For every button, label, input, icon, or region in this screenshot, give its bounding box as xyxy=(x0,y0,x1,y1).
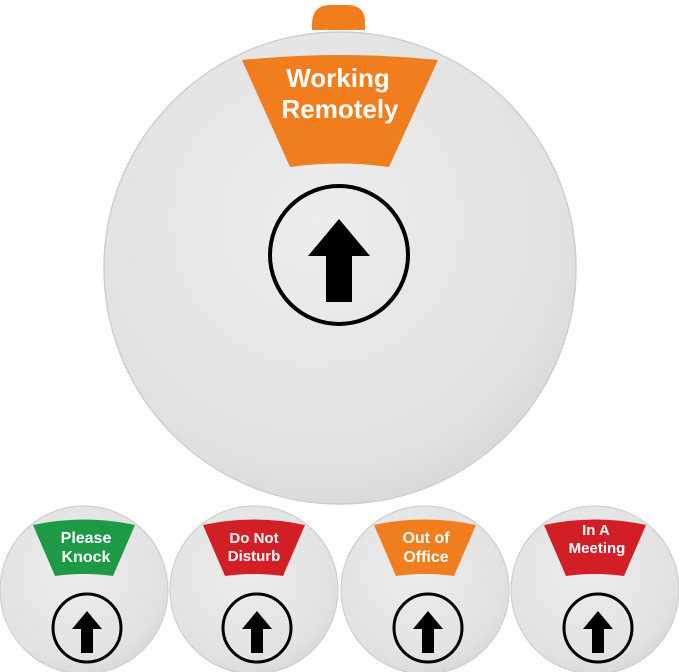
variant-status-window xyxy=(544,519,646,576)
variant-sign-do-not-disturb: Do Not Disturb xyxy=(169,505,339,672)
variant-line1: Please xyxy=(61,530,112,547)
variant-line2: Office xyxy=(403,549,448,566)
variant-line2: Disturb xyxy=(228,548,281,565)
variant-arrow-ring xyxy=(221,592,293,664)
main-status-line2: Remotely xyxy=(281,94,399,124)
variant-sign-out-of-office: Out of Office xyxy=(340,505,510,672)
variant-status-window xyxy=(374,519,476,576)
up-arrow-icon xyxy=(242,611,272,653)
up-arrow-icon xyxy=(72,611,102,653)
up-arrow-icon xyxy=(413,611,443,653)
variant-line1: In A xyxy=(582,522,610,539)
variant-line2: Meeting xyxy=(569,540,626,557)
variant-sign-please-knock: Please Knock xyxy=(0,505,169,672)
up-arrow-icon xyxy=(583,611,613,653)
variant-arrow-ring xyxy=(51,592,123,664)
variant-arrow-ring xyxy=(392,592,464,664)
main-status-window xyxy=(242,55,438,167)
main-sign: Working Remotely xyxy=(103,5,577,505)
variant-sign-in-a-meeting: In A Meeting xyxy=(510,505,679,672)
up-arrow-icon xyxy=(308,219,370,302)
main-status-line1: Working xyxy=(286,63,390,93)
variant-line2: Knock xyxy=(62,549,111,566)
variant-status-window xyxy=(203,519,305,576)
variant-line1: Do Not xyxy=(229,530,278,547)
top-tab xyxy=(312,5,365,30)
variant-status-window xyxy=(33,519,135,576)
main-arrow-ring xyxy=(268,184,410,326)
variant-line1: Out of xyxy=(402,530,450,547)
variant-arrow-ring xyxy=(562,592,634,664)
